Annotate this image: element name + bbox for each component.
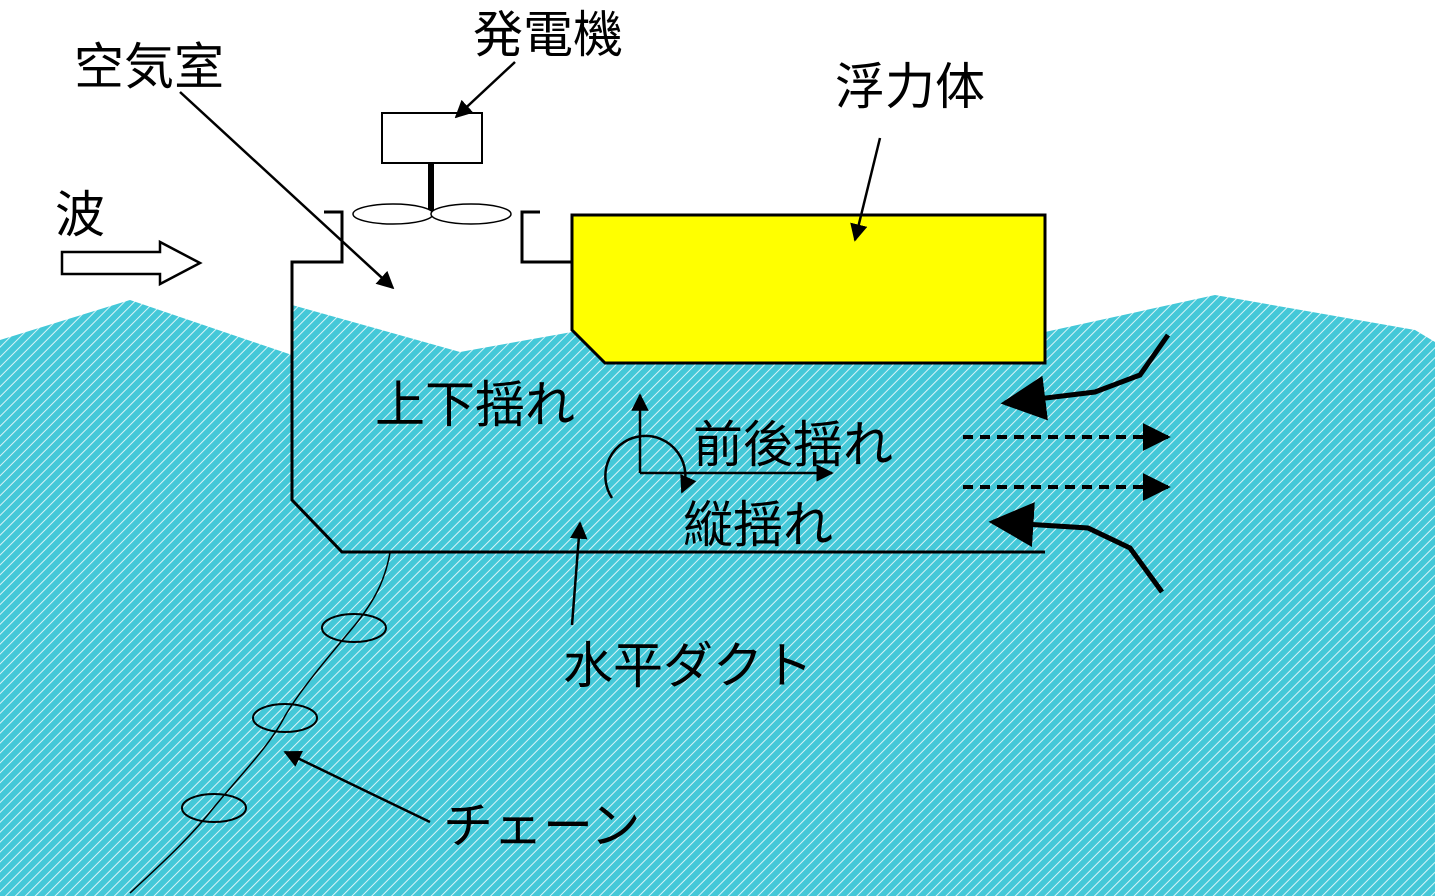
float-body: [570, 213, 1047, 365]
horizontal-duct-label: 水平ダクト: [563, 637, 813, 695]
chain-leader: [283, 750, 431, 824]
generator-leader: [454, 61, 516, 119]
pitch-rotation-arrow: [604, 434, 697, 499]
generator-label: 発電機: [473, 6, 623, 64]
mooring-chain-line: [129, 552, 391, 894]
chain-buoy-3: [181, 793, 247, 823]
turbine-blade-right: [430, 203, 512, 225]
hollow-right-arrow-icon: [60, 239, 203, 287]
chain-label: チェーン: [443, 797, 641, 855]
chamber-right-wall: [520, 210, 572, 264]
pitch-label: 縦揺れ: [683, 496, 833, 554]
air-chamber-wall: [290, 210, 1045, 554]
duct-leader: [570, 521, 588, 626]
chain-buoy-2: [252, 703, 318, 733]
float-body-leader: [850, 137, 882, 242]
float-body-label: 浮力体: [835, 58, 985, 116]
air-chamber-leader: [179, 91, 395, 290]
chain-buoy-1: [321, 613, 387, 643]
sea-water: [0, 295, 1435, 896]
air-chamber-label: 空気室: [74, 38, 224, 96]
turbine-shaft: [428, 163, 434, 213]
curved-arrow-icon-lower: [988, 502, 1165, 594]
generator-box: [381, 112, 483, 164]
heave-label: 上下揺れ: [375, 376, 575, 434]
turbine-blade-left: [352, 203, 434, 225]
curved-arrow-icon-upper: [1000, 333, 1171, 421]
surge-label: 前後揺れ: [693, 416, 893, 474]
wave-label: 波: [55, 186, 105, 244]
